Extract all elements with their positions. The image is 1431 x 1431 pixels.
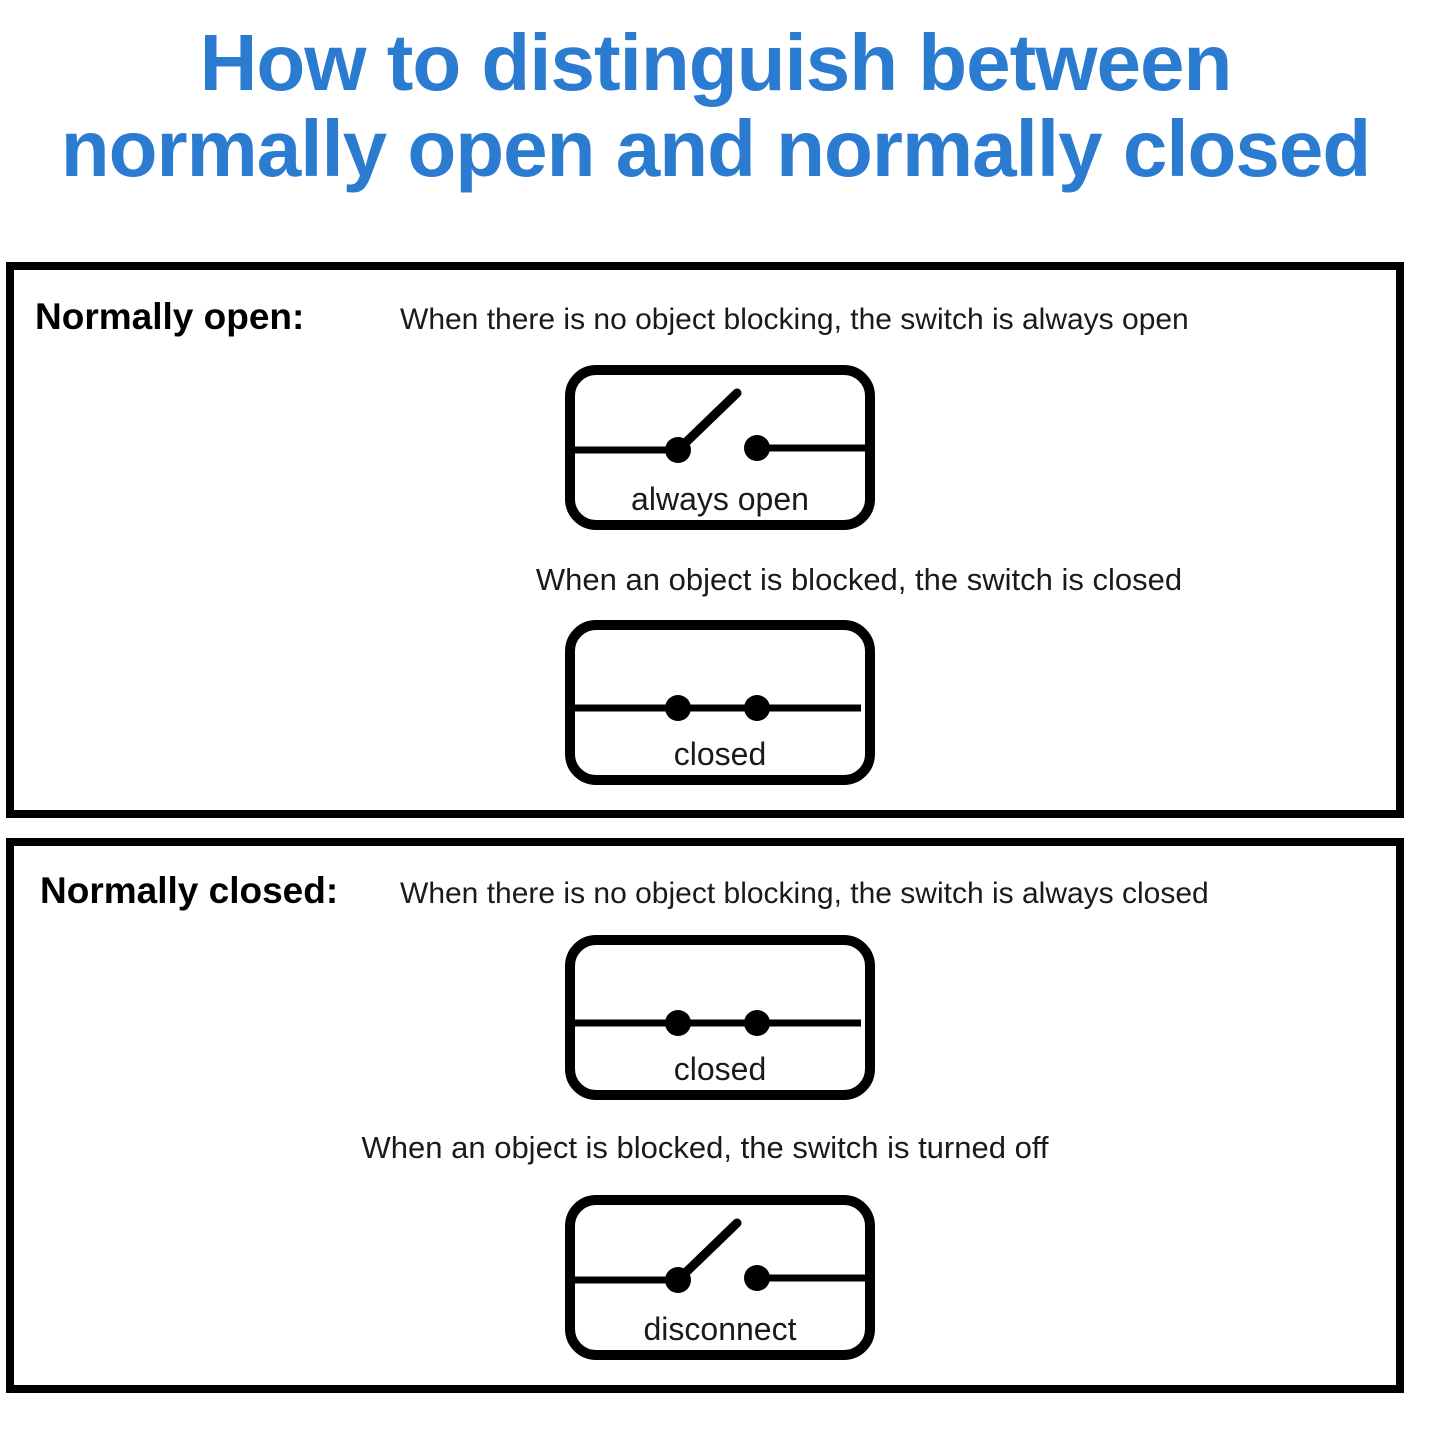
closed-switch-icon <box>565 935 875 1100</box>
normally-open-heading: Normally open: <box>35 296 305 337</box>
figure-caption: always open <box>631 481 809 517</box>
normally-open-panel: Normally open: When there is no object b… <box>6 262 1404 818</box>
figure-caption: closed <box>673 1051 767 1087</box>
normally-open-description: When there is no object blocking, the sw… <box>400 303 1189 336</box>
page-title-line-1: How to distinguish between <box>199 18 1233 107</box>
normally-closed-panel: Normally closed: When there is no object… <box>6 838 1404 1393</box>
page-title: How to distinguish between normally open… <box>60 18 1372 193</box>
normally-closed-description: When there is no object blocking, the sw… <box>400 877 1209 910</box>
open-switch-icon <box>565 1195 875 1360</box>
page-title-line-2: normally open and normally closed <box>60 103 1372 193</box>
closed-switch-icon <box>565 620 875 785</box>
normally-closed-middle-text: When an object is blocked, the switch is… <box>361 1130 1049 1165</box>
closed-switch-figure: closed <box>565 620 875 785</box>
open-switch-icon <box>565 365 875 530</box>
open-switch-figure: disconnect <box>565 1195 875 1360</box>
figure-caption: disconnect <box>643 1311 797 1347</box>
figure-caption: closed <box>673 736 767 772</box>
normally-closed-heading: Normally closed: <box>40 870 339 911</box>
closed-switch-figure: closed <box>565 935 875 1100</box>
normally-open-middle-text: When an object is blocked, the switch is… <box>535 562 1183 597</box>
open-switch-figure: always open <box>565 365 875 530</box>
